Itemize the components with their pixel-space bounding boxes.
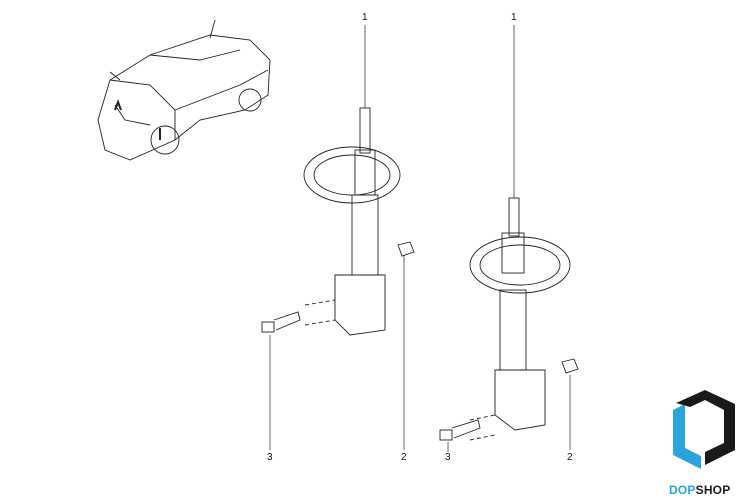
- car-thumbnail: [97, 19, 271, 161]
- callout-1-right: 1: [511, 12, 517, 23]
- callout-2-left: 2: [401, 452, 407, 463]
- left-nut: [397, 241, 415, 257]
- callout-3-right: 3: [445, 452, 451, 463]
- dopshop-logo-text: DOPSHOP: [669, 483, 730, 497]
- logo-dop: DOP: [669, 483, 696, 497]
- dopshop-logo-mark: [673, 390, 735, 469]
- right-bolt: [439, 419, 481, 441]
- right-strut: [469, 197, 571, 441]
- callout-1-left: 1: [362, 12, 368, 23]
- leader-lines: [269, 25, 571, 452]
- right-nut: [561, 358, 579, 374]
- callout-2-right: 2: [567, 452, 573, 463]
- logo-shop: SHOP: [695, 483, 731, 497]
- left-bolt: [261, 311, 301, 333]
- left-strut: [303, 107, 401, 336]
- callout-3-left: 3: [267, 452, 273, 463]
